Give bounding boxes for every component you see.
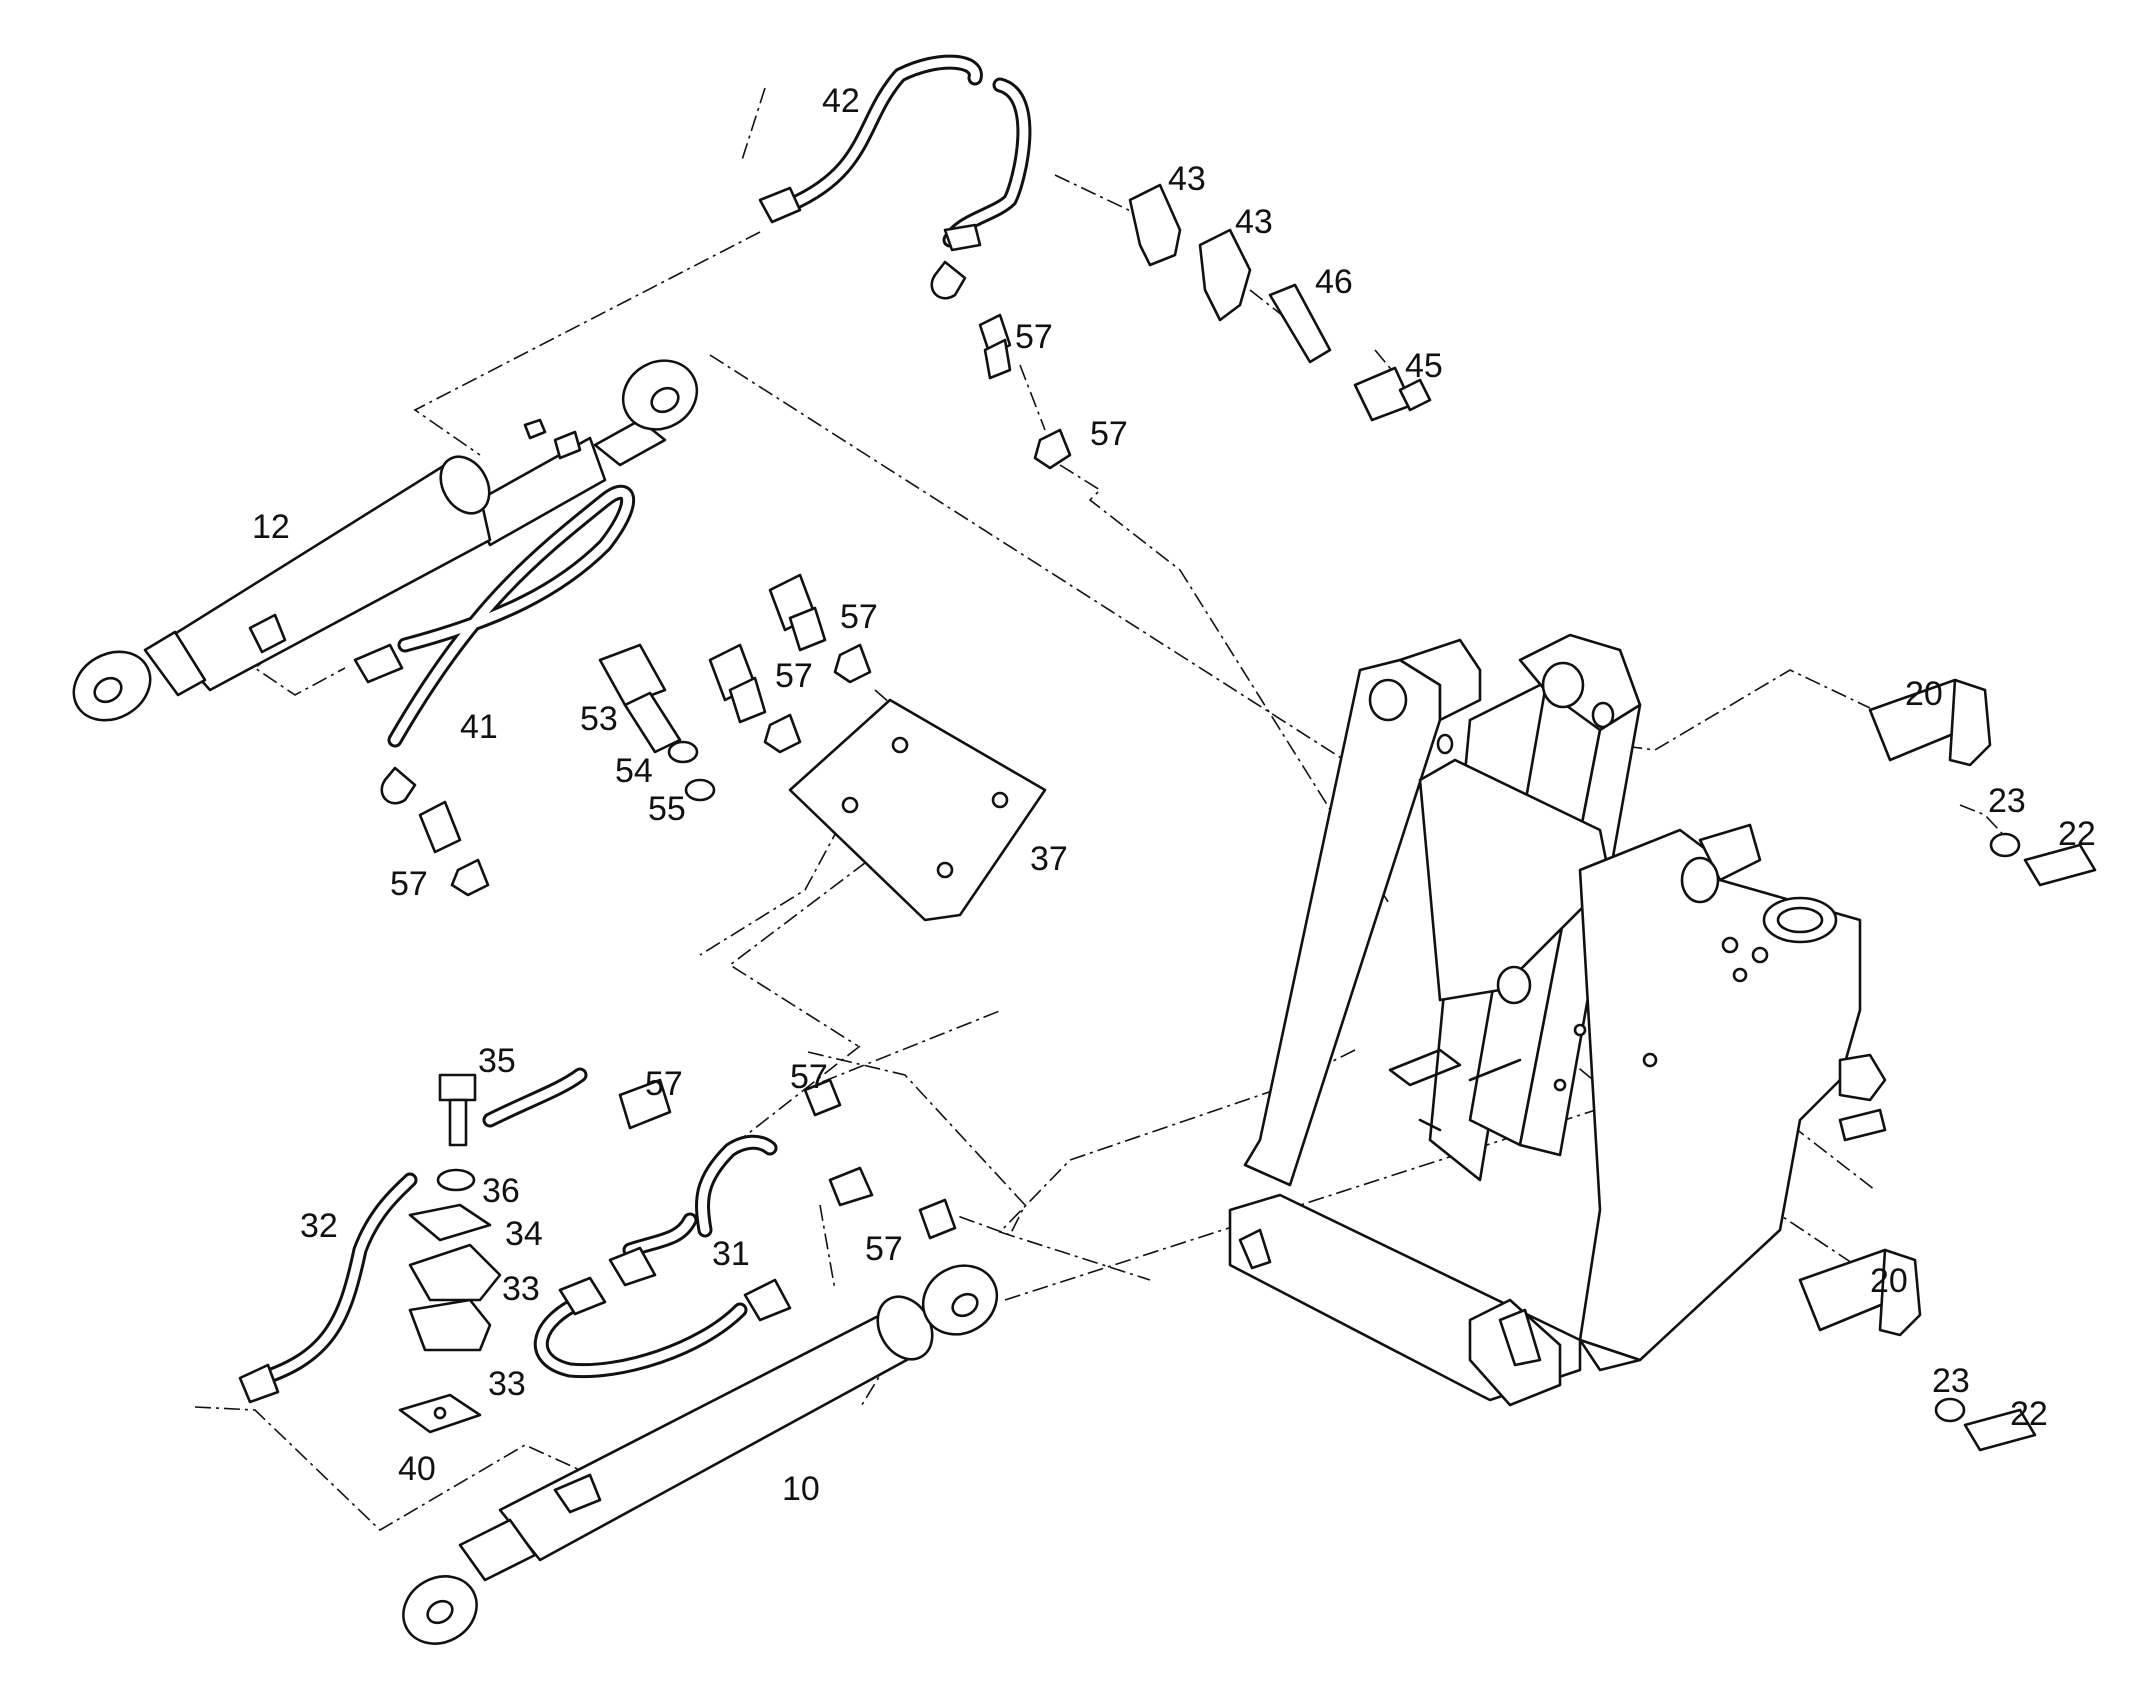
callout-41: 41 <box>460 708 498 746</box>
callout-57-lower-right: 57 <box>865 1230 903 1268</box>
callout-57-plate-lower: 57 <box>775 657 813 695</box>
callout-36: 36 <box>482 1172 520 1210</box>
callout-22-upper: 22 <box>2058 815 2096 853</box>
callout-43-upper: 43 <box>1168 160 1206 198</box>
callout-34: 34 <box>505 1215 543 1253</box>
callout-57-lower-left: 57 <box>645 1065 683 1103</box>
hose-42 <box>758 54 1032 300</box>
callout-46: 46 <box>1315 263 1353 301</box>
hydraulic-cylinder-12 <box>72 359 699 722</box>
callout-40: 40 <box>398 1450 436 1488</box>
callout-57-plate-upper: 57 <box>840 598 878 636</box>
callout-22-lower: 22 <box>2010 1395 2048 1433</box>
callout-10: 10 <box>782 1470 820 1508</box>
callout-20-lower: 20 <box>1870 1262 1908 1300</box>
callout-55: 55 <box>648 790 686 828</box>
callout-31: 31 <box>712 1235 750 1273</box>
callout-32: 32 <box>300 1207 338 1245</box>
callout-57-lower-mid: 57 <box>790 1058 828 1096</box>
callout-37: 37 <box>1030 840 1068 878</box>
callout-57-hose42-nut: 57 <box>1090 415 1128 453</box>
callout-35: 35 <box>478 1042 516 1080</box>
hose-41 <box>353 484 636 805</box>
callout-45: 45 <box>1405 347 1443 385</box>
callout-33-lower: 33 <box>488 1365 526 1403</box>
callout-labels: 42 43 43 46 45 57 57 12 57 57 53 41 54 5… <box>252 82 2096 1508</box>
fittings <box>418 313 1072 1240</box>
pipes-lower <box>238 1067 792 1404</box>
callout-33-upper: 33 <box>502 1270 540 1308</box>
callout-43-lower: 43 <box>1235 203 1273 241</box>
main-frame <box>1228 633 1887 1407</box>
callout-57-hose42-fitting: 57 <box>1015 318 1053 356</box>
mounting-plate-37 <box>788 698 1047 922</box>
hydraulic-cylinder-10 <box>402 1264 999 1645</box>
callout-23-lower: 23 <box>1932 1362 1970 1400</box>
callout-20-upper: 20 <box>1905 675 1943 713</box>
clamp-stack <box>398 1073 502 1434</box>
pins <box>1798 678 2097 1452</box>
callout-23-upper: 23 <box>1988 782 2026 820</box>
callout-57-hose41: 57 <box>390 865 428 903</box>
clamp-assembly <box>1128 183 1432 422</box>
callout-54: 54 <box>615 752 653 790</box>
callout-12: 12 <box>252 508 290 546</box>
callout-42: 42 <box>822 82 860 120</box>
callout-53: 53 <box>580 700 618 738</box>
